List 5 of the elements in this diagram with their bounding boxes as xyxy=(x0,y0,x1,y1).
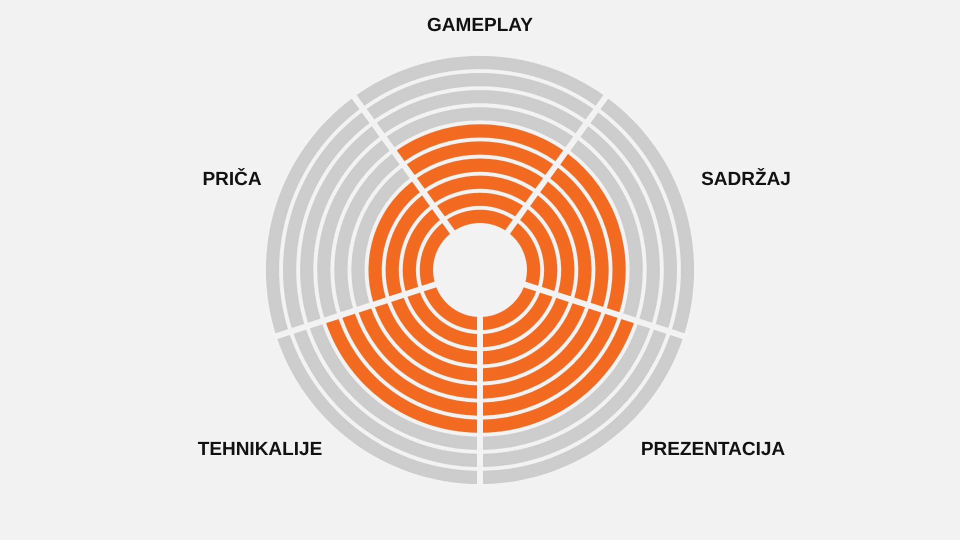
category-label: GAMEPLAY xyxy=(427,15,533,37)
category-label: PRIČA xyxy=(202,169,262,191)
category-label: TEHNIKALIJE xyxy=(198,439,322,461)
category-label: PREZENTACIJA xyxy=(640,439,786,461)
category-label: SADRŽAJ xyxy=(701,169,791,191)
